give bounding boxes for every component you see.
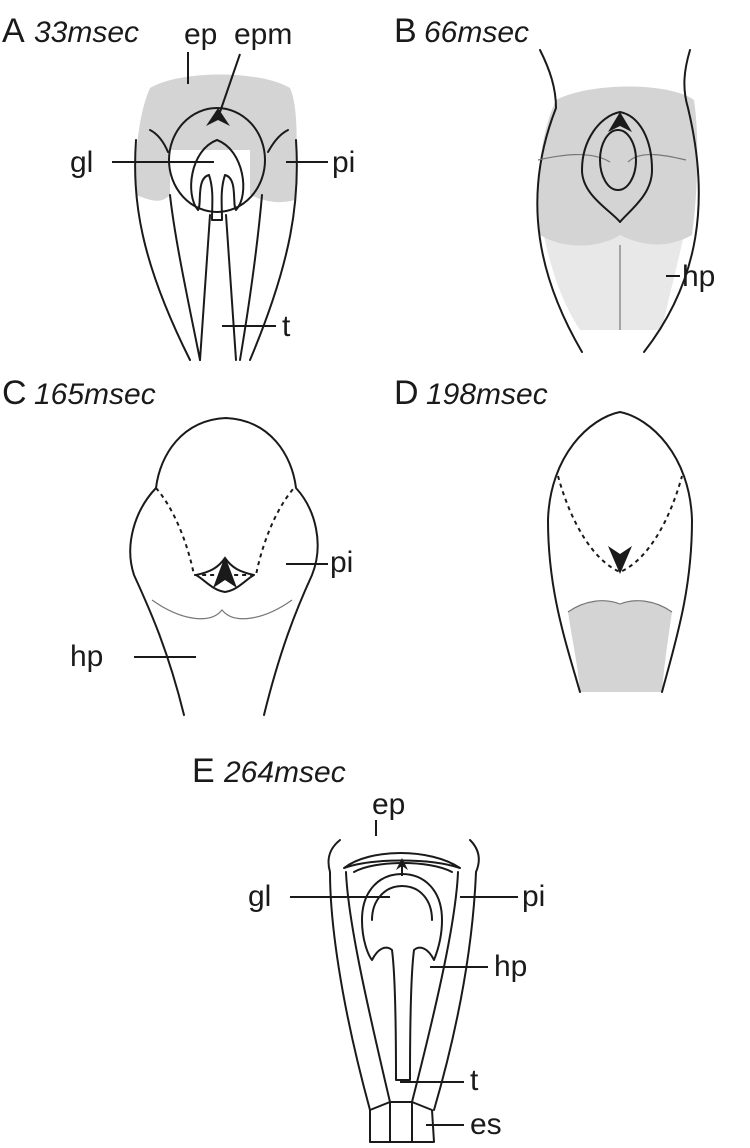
panel-d-body-outline (547, 411, 693, 693)
panel-b: B 66msec hp (394, 12, 715, 353)
panel-c-label-hp: hp (70, 640, 103, 673)
panel-e-body-outline (327, 839, 371, 1111)
panel-a-label-pi: pi (332, 146, 355, 179)
panel-e-label-pi: pi (522, 880, 545, 913)
panel-d-lower-band (568, 600, 672, 692)
panel-a-label-gl: gl (70, 146, 93, 179)
panel-a-glottis (190, 139, 245, 221)
panel-c-dotted-outline (155, 487, 295, 576)
panel-b-letter: B (394, 12, 417, 50)
panel-a-cavity (168, 107, 266, 213)
panel-d-time: 198msec (426, 378, 548, 411)
panel-e-label-es: es (470, 1108, 502, 1141)
panel-a-letter: A (2, 12, 25, 50)
panel-b-pharynx (538, 86, 698, 246)
panel-c: C 165msec pi hp (2, 374, 353, 716)
panel-e-label-gl: gl (248, 880, 271, 913)
panel-c-glottis (195, 557, 255, 593)
panel-a-trachea (199, 214, 211, 361)
panel-e-epiglottis (343, 852, 461, 869)
panel-d-letter: D (394, 374, 419, 412)
panel-e-glottis (361, 873, 443, 1081)
panel-b-body-outline (536, 49, 583, 353)
panel-b-cavity (581, 111, 653, 223)
panel-e-label-hp: hp (494, 950, 527, 983)
panel-c-label-pi: pi (330, 546, 353, 579)
panel-c-arrow (213, 556, 237, 588)
panel-a-epm-arrow (206, 108, 230, 126)
panel-b-arrow (608, 112, 632, 132)
panel-b-time: 66msec (424, 16, 529, 49)
panel-a-label-t: t (282, 310, 291, 343)
panel-c-body (129, 417, 319, 716)
panel-e: E 264msec ep gl pi hp t es (192, 752, 545, 1143)
panel-e-label-t: t (470, 1064, 479, 1097)
panel-d-arrow (608, 546, 632, 574)
panel-b-label-hp: hp (682, 260, 715, 293)
panel-e-time: 264msec (223, 756, 346, 789)
panel-a-label-epm: epm (234, 18, 292, 51)
panel-e-label-ep: ep (372, 788, 405, 821)
panel-d-dotted-outline (557, 475, 683, 574)
panel-a-time: 33msec (34, 16, 139, 49)
panel-d: D 198msec (394, 374, 693, 693)
panel-e-arrow (396, 858, 408, 870)
panel-e-letter: E (192, 752, 215, 790)
panel-a: A 33msec ep epm gl pi t (2, 12, 355, 361)
panel-e-esophagus (369, 1101, 435, 1143)
panel-c-letter: C (2, 374, 27, 412)
panel-a-label-ep: ep (184, 18, 217, 51)
panel-a-epithelium (135, 74, 297, 203)
panel-c-time: 165msec (34, 378, 156, 411)
